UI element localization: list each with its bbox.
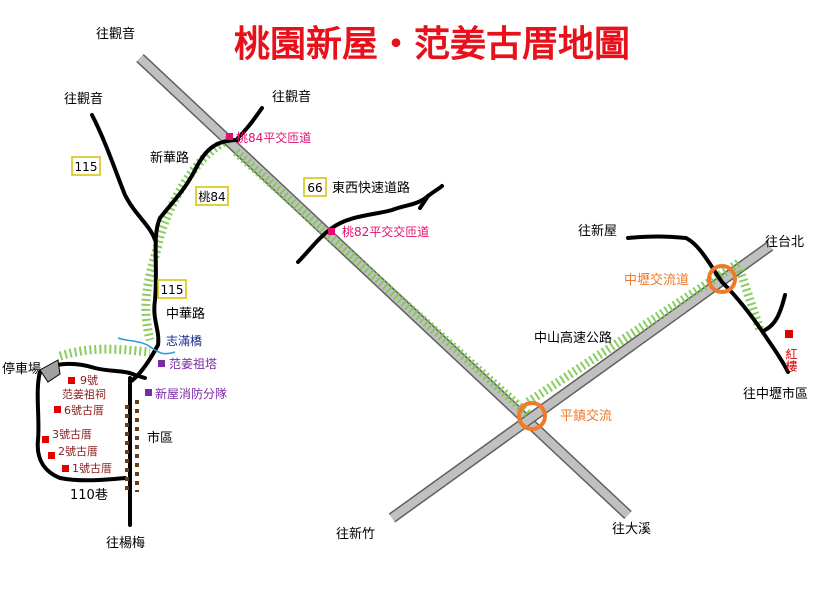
label-to-guanyin-top: 往觀音 xyxy=(96,26,135,42)
road-red-building xyxy=(720,280,790,374)
house6-marker xyxy=(54,406,61,413)
road-village-left xyxy=(35,370,127,483)
road-east-west-tick xyxy=(418,194,430,210)
label-to-daxi: 往大溪 xyxy=(612,522,651,537)
label-house6: 6號古厝 xyxy=(64,404,104,417)
label-xinhua-road: 新華路 xyxy=(150,150,189,166)
freeway-diagonal-northwest xyxy=(136,53,632,520)
label-to-xinwu: 往新屋 xyxy=(578,223,617,239)
road-guanyin-mid xyxy=(236,106,264,140)
label-house1: 1號古厝 xyxy=(72,462,112,475)
label-red-building: 紅樓 xyxy=(784,348,798,373)
label-ancestral-tower: 范姜祖塔 xyxy=(169,356,217,371)
house-markers xyxy=(42,330,793,472)
svg-text:66: 66 xyxy=(307,181,322,195)
fire-station-marker xyxy=(145,389,152,396)
label-zhiman-bridge: 志滿橋 xyxy=(166,334,202,348)
freeway-zhongshan xyxy=(388,241,774,523)
route-shield-115-top: 115 xyxy=(71,156,101,176)
label-crossing82: 桃82平交交匝道 xyxy=(342,224,429,239)
label-expressway: 東西快速道路 xyxy=(332,180,410,196)
label-lane110: 110巷 xyxy=(70,488,108,503)
house2-marker xyxy=(48,452,55,459)
road-xinhua xyxy=(128,138,240,384)
svg-text:115: 115 xyxy=(161,283,184,297)
house9-marker xyxy=(68,377,75,384)
label-to-guanyin-mid: 往觀音 xyxy=(272,89,311,105)
label-to-xinzhu: 往新竹 xyxy=(336,526,375,542)
route-shield-115-mid: 115 xyxy=(157,279,187,299)
road-spur-right xyxy=(763,293,787,332)
label-ancestral-hall: 范姜祖祠 xyxy=(62,387,106,401)
label-parking: 停車場 xyxy=(2,361,41,377)
pingzhen-interchange-circle xyxy=(517,401,547,431)
svg-text:桃84: 桃84 xyxy=(198,189,225,204)
ancestral-tower-marker xyxy=(158,360,165,367)
route-shield-66: 66 xyxy=(303,177,327,197)
svg-text:115: 115 xyxy=(75,160,98,174)
road-left-guanyin xyxy=(90,113,157,242)
red-building-marker xyxy=(785,330,793,338)
label-zhongli-interchange: 中壢交流道 xyxy=(624,272,689,288)
label-to-yangmei: 往楊梅 xyxy=(106,535,145,551)
lane-dots xyxy=(125,400,139,495)
creek xyxy=(117,337,176,355)
map-title: 桃園新屋・范姜古厝地圖 xyxy=(234,23,630,65)
label-zhongshan-freeway: 中山高速公路 xyxy=(534,330,612,346)
label-pingzhen-interchange: 平鎮交流 xyxy=(560,408,612,424)
label-house2: 2號古厝 xyxy=(58,445,98,458)
label-to-guanyin-left: 往觀音 xyxy=(64,91,103,107)
label-to-zhongli-city: 往中壢市區 xyxy=(743,386,808,402)
crossing84-marker xyxy=(226,133,233,140)
house3-marker xyxy=(42,436,49,443)
road-east-west xyxy=(296,184,444,264)
crossing82-marker xyxy=(328,228,335,235)
label-to-taipei: 往台北 xyxy=(765,235,804,250)
parking-area xyxy=(39,359,61,383)
label-fire-station: 新屋消防分隊 xyxy=(155,386,227,401)
road-xinwu-right xyxy=(626,234,724,284)
route-shield-taoyuan84: 桃84 xyxy=(195,186,229,206)
greenway-band xyxy=(58,135,765,418)
label-zhonghua-road: 中華路 xyxy=(166,306,205,322)
local-roads xyxy=(35,106,790,527)
label-crossing84: 桃84平交匝道 xyxy=(236,130,311,145)
label-house9: 9號 xyxy=(80,374,98,387)
zhongli-interchange-circle xyxy=(707,264,737,294)
house1-marker xyxy=(62,465,69,472)
label-house3: 3號古厝 xyxy=(52,428,92,441)
label-city-area: 市區 xyxy=(147,430,173,446)
